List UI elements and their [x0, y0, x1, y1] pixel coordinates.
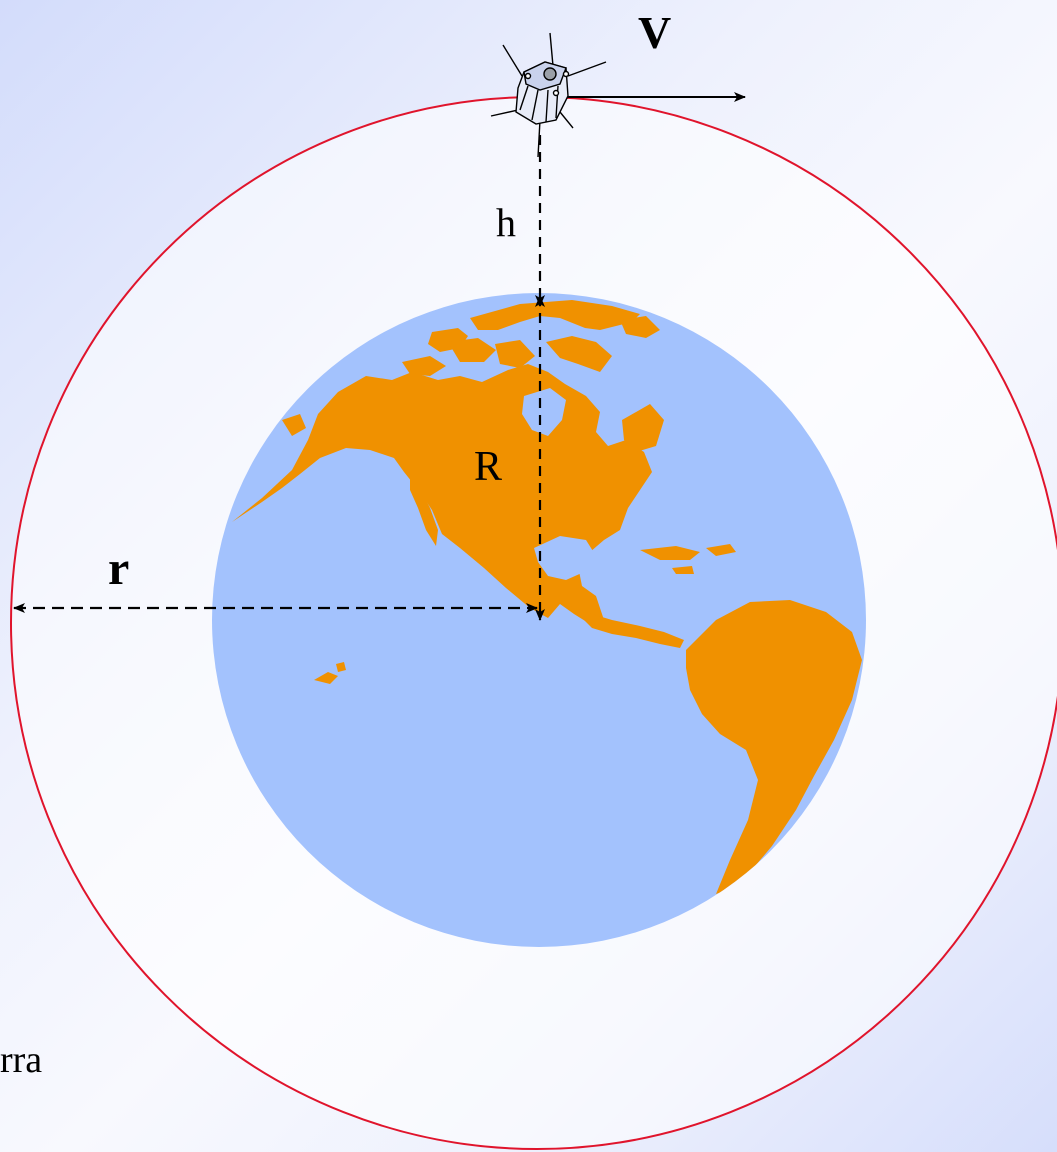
velocity-label: V: [638, 7, 671, 58]
earth-landmass: [232, 300, 862, 894]
satellite-icon: [490, 32, 607, 158]
earth-radius-label: R: [474, 444, 502, 490]
orbit-radius-label: r: [108, 542, 129, 595]
clipped-caption-text: rra: [0, 1039, 42, 1081]
altitude-label: h: [496, 200, 516, 245]
